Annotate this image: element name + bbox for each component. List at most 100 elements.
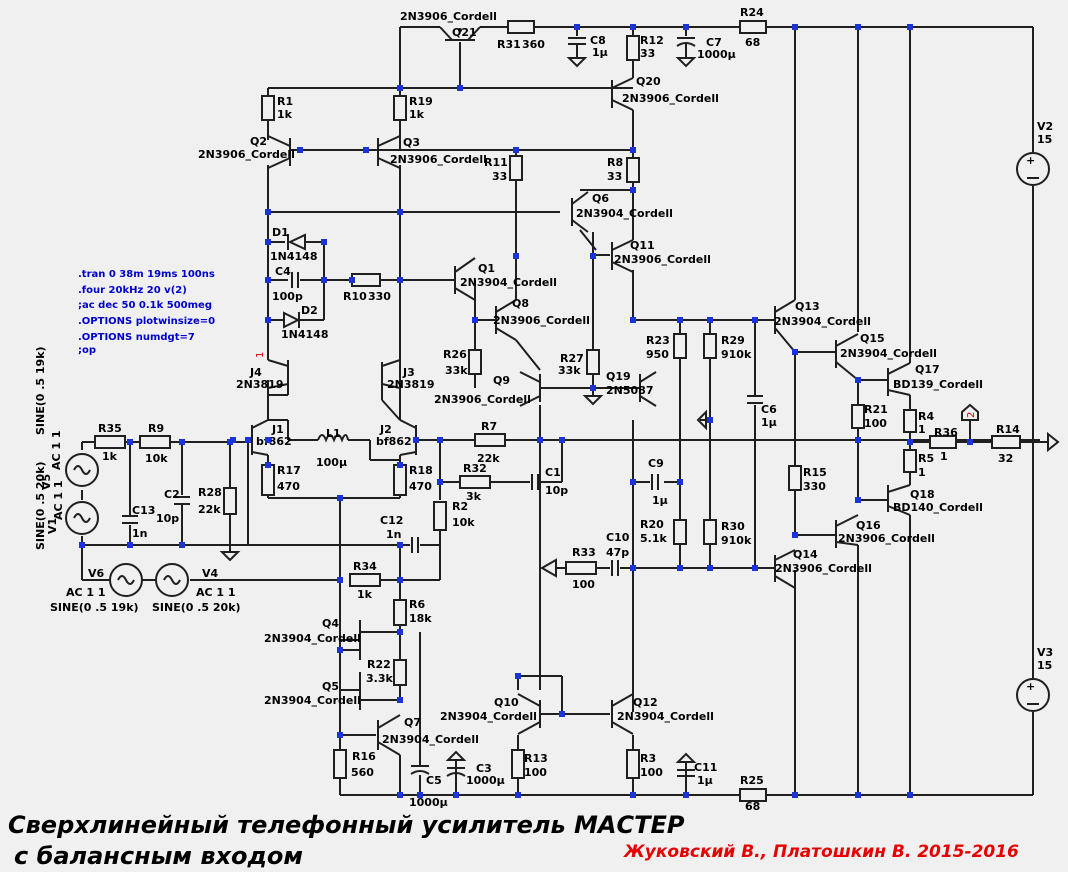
q3-ref: Q3: [403, 136, 420, 149]
r2-ref: R2: [452, 500, 468, 513]
v4-sine: SINE(0 .5 20k): [152, 601, 241, 614]
v4-ref: V4: [202, 567, 219, 580]
directive-4: .OPTIONS numdgt=7: [78, 332, 195, 343]
resistor-r21: R21 100: [851, 403, 888, 430]
resistor-r25: R25 68: [739, 774, 767, 813]
r3-ref: R3: [640, 752, 656, 765]
resistor-r17: R17 470: [261, 464, 301, 496]
r22-value: 3.3k: [366, 672, 393, 685]
j4-ref: J4: [249, 366, 262, 379]
r14-ref: R14: [996, 423, 1020, 436]
c10-ref: C10: [606, 531, 630, 544]
v5-ac: AC 1 1: [50, 430, 63, 470]
r28-ref: R28: [198, 486, 222, 499]
r10-value: 330: [368, 290, 391, 303]
q12-value: 2N3904_Cordell: [617, 710, 714, 723]
net-label-2: 2: [961, 403, 979, 421]
resistor-r4: R4 1: [903, 409, 934, 436]
capacitor-c4: C4 100p: [272, 265, 303, 303]
q16-value: 2N3906_Cordell: [838, 532, 935, 545]
transistor-q17: Q17 BD139_Cordell: [858, 362, 983, 396]
v3-plus: +: [1026, 680, 1035, 693]
resistor-r8: R8 33: [607, 156, 640, 183]
resistor-r27: R27 33k: [558, 349, 604, 406]
r26-value: 33k: [445, 364, 468, 377]
j1-value: bf862: [256, 435, 292, 448]
q20-ref: Q20: [636, 75, 661, 88]
l1-ref: L1: [326, 427, 341, 440]
capacitor-c6: C6 1µ: [747, 395, 777, 429]
transistor-q11: Q11 2N3906_Cordell: [611, 239, 711, 273]
q1-ref: Q1: [478, 262, 495, 275]
r5-value: 1: [918, 466, 926, 479]
resistor-r3: R3 100: [626, 749, 663, 779]
q13-value: 2N3904_Cordell: [774, 315, 871, 328]
resistor-r15: R15 330: [788, 465, 827, 493]
resistor-r18: R18 470: [393, 464, 433, 496]
q3-value: 2N3906_Cordell: [390, 153, 487, 166]
q10-ref: Q10: [494, 696, 519, 709]
q6-value: 2N3904_Cordell: [576, 207, 673, 220]
r23-value: 950: [646, 348, 669, 361]
r24-ref: R24: [740, 6, 764, 19]
transistor-q6: Q6 2N3904_Cordell: [571, 191, 673, 233]
resistor-r20: R20 5.1k: [640, 518, 687, 545]
v2-value: 15: [1037, 133, 1052, 146]
r25-ref: R25: [740, 774, 764, 787]
junctions: [79, 24, 973, 798]
resistor-r24: R24 68: [739, 6, 767, 49]
q13-ref: Q13: [795, 300, 820, 313]
r8-value: 33: [607, 170, 622, 183]
q17-ref: Q17: [915, 363, 940, 376]
c2-value: 10p: [156, 512, 179, 525]
q5-ref: Q5: [322, 680, 339, 693]
resistor-r9: R9 10k: [139, 422, 171, 465]
resistor-r29: R29 910k: [696, 333, 752, 431]
voltage-source-v2: + V2 15: [1016, 120, 1053, 186]
capacitor-c9: C9 1µ: [648, 457, 668, 507]
resistor-r34: R34 1k: [349, 560, 381, 601]
r5-ref: R5: [918, 452, 934, 465]
resistor-r11: R11 33: [484, 155, 523, 183]
q11-ref: Q11: [630, 239, 655, 252]
directive-5: ;op: [78, 345, 96, 356]
net-label-2-text: 2: [966, 412, 977, 418]
r11-value: 33: [492, 170, 507, 183]
capacitor-c7: C7 1000µ: [675, 36, 736, 68]
r9-value: 10k: [145, 452, 168, 465]
d2-ref: D2: [301, 304, 318, 317]
resistor-r28: R28 22k: [198, 486, 241, 562]
d2-value: 1N4148: [281, 328, 328, 341]
transistor-q8: Q8 2N3906_Cordell: [493, 297, 590, 341]
r13-ref: R13: [524, 752, 548, 765]
resistor-r7: R7 22k: [474, 420, 506, 465]
q4-value: 2N3904_Cordell: [264, 632, 361, 645]
transistor-q3: Q3 2N3906_Cordell: [377, 135, 487, 169]
resistor-r13: R13 100: [511, 749, 548, 779]
r15-ref: R15: [803, 466, 827, 479]
diode-d1: D1 1N4148: [270, 226, 317, 263]
net-label-1: 1: [255, 352, 266, 358]
r13-value: 100: [524, 766, 547, 779]
r30-value: 910k: [721, 534, 752, 547]
c1-value: 10p: [545, 484, 568, 497]
q19-value: 2N5087: [606, 384, 653, 397]
r6-value: 18k: [409, 612, 432, 625]
q14-ref: Q14: [793, 548, 818, 561]
q17-value: BD139_Cordell: [893, 378, 983, 391]
resistor-r16: R16 560: [333, 749, 376, 779]
r21-ref: R21: [864, 403, 888, 416]
resistor-r23: R23 950: [646, 333, 687, 361]
capacitor-c11: C11 1µ: [675, 752, 717, 787]
resistor-r2: R2 10k: [433, 500, 475, 531]
v2-plus: +: [1026, 154, 1035, 167]
v3-value: 15: [1037, 659, 1052, 672]
r22-ref: R22: [367, 658, 391, 671]
d1-value: 1N4148: [270, 250, 317, 263]
jfet-j2: J2 bf862: [370, 399, 420, 461]
resistor-r35: R35 1k: [94, 422, 126, 463]
c12-value: 1n: [386, 528, 402, 541]
q7-ref: Q7: [404, 716, 421, 729]
r10-ref: R10: [343, 290, 367, 303]
resistor-r26: R26 33k: [443, 348, 482, 377]
